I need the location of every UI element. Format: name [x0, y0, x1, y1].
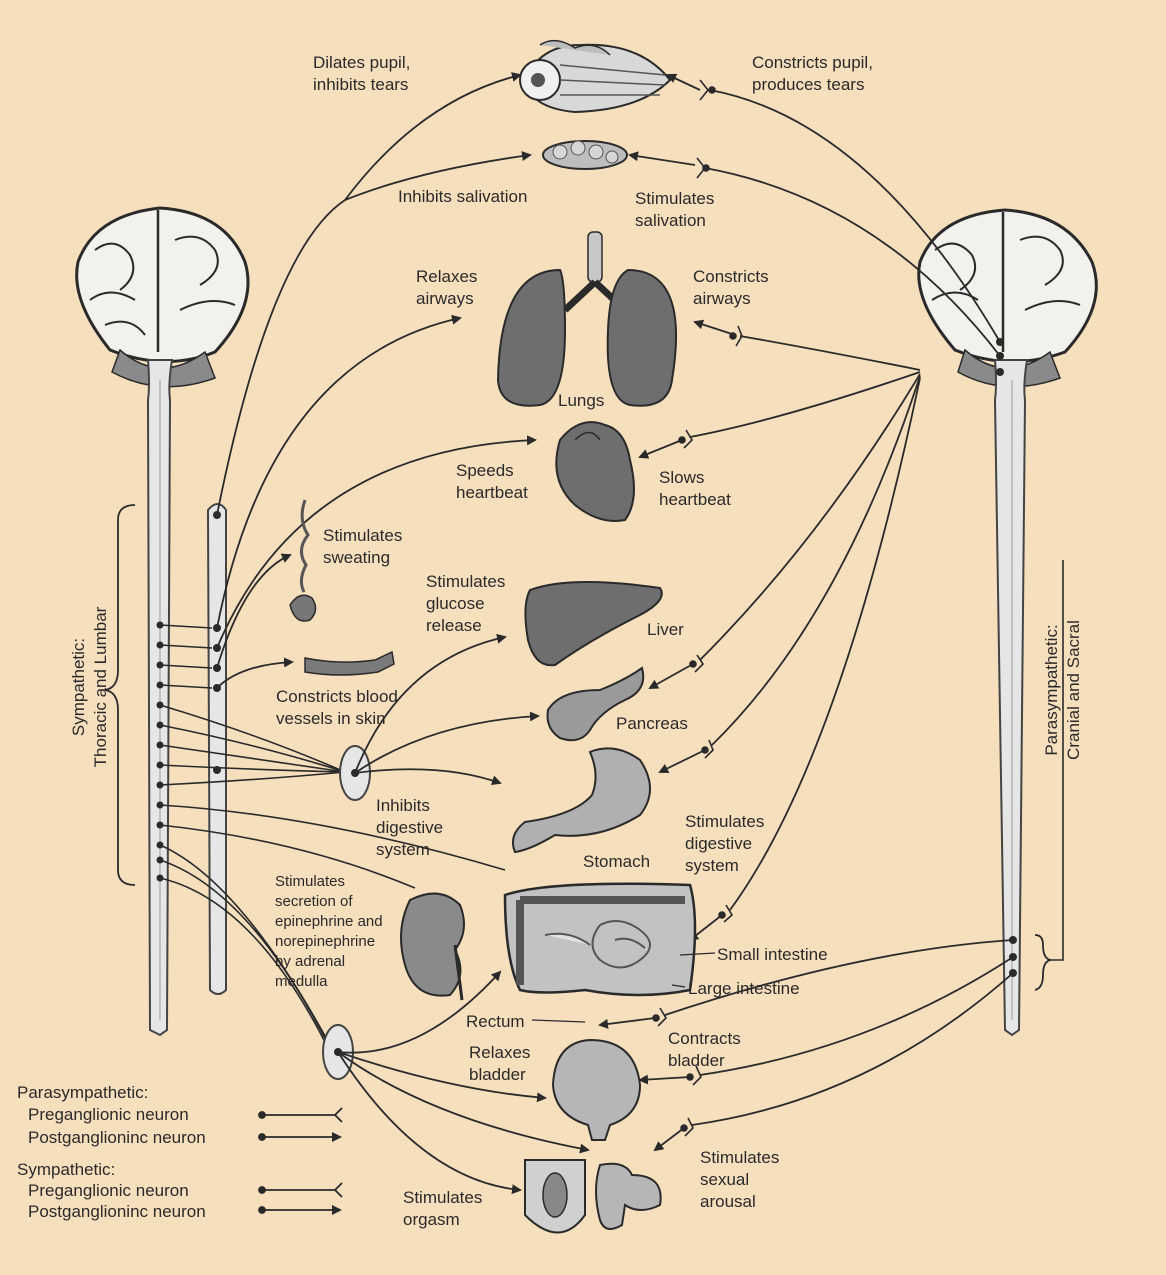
stomach-organ	[513, 748, 650, 852]
label-speeds-heartbeat: Speeds heartbeat	[456, 460, 528, 504]
label-inhibits-salivation: Inhibits salivation	[398, 186, 527, 208]
kidney-organ	[401, 894, 464, 1000]
legend-symp-pre: Preganglionic neuron	[28, 1181, 189, 1201]
eye-organ	[520, 41, 670, 112]
label-stimulates-orgasm: Stimulates orgasm	[403, 1187, 482, 1231]
legend-para-post: Postganglioninc neuron	[28, 1128, 206, 1148]
label-small-intestine: Small intestine	[717, 944, 828, 966]
right-spinal-cord	[995, 360, 1027, 1035]
label-pancreas: Pancreas	[616, 713, 688, 735]
legend-symbols	[259, 1108, 342, 1213]
label-constricts-airways: Constricts airways	[693, 266, 769, 310]
blood-vessel-organ	[305, 652, 394, 675]
sweat-gland-organ	[290, 500, 316, 621]
legend-symp-post: Postganglioninc neuron	[28, 1202, 206, 1222]
label-adrenal: Stimulates secretion of epinephrine and …	[275, 872, 383, 992]
label-stimulates-salivation: Stimulates salivation	[635, 188, 714, 232]
label-rectum: Rectum	[466, 1011, 525, 1033]
label-large-intestine: Large intestine	[688, 978, 800, 1000]
label-liver: Liver	[647, 619, 684, 641]
label-dilates-pupil: Dilates pupil, inhibits tears	[313, 52, 410, 96]
sympathetic-chain	[208, 504, 226, 994]
legend-sympathetic-heading: Sympathetic:	[17, 1160, 115, 1180]
label-stimulates-digestive: Stimulates digestive system	[685, 811, 764, 877]
legend-parasympathetic-heading: Parasympathetic:	[17, 1083, 148, 1103]
label-relaxes-bladder: Relaxes bladder	[469, 1042, 530, 1086]
label-relaxes-airways: Relaxes airways	[416, 266, 477, 310]
reproductive-organs	[525, 1160, 661, 1233]
lungs-organ	[498, 232, 676, 406]
label-slows-heartbeat: Slows heartbeat	[659, 467, 731, 511]
left-spinal-cord	[148, 360, 172, 1035]
label-parasympathetic-side: Parasympathetic: Cranial and Sacral	[1041, 580, 1085, 800]
legend-para-pre: Preganglionic neuron	[28, 1105, 189, 1125]
intestines-organ	[505, 884, 695, 995]
label-contracts-bladder: Contracts bladder	[668, 1028, 741, 1072]
heart-organ	[556, 422, 634, 521]
label-stimulates-sweating: Stimulates sweating	[323, 525, 402, 569]
parasympathetic-brace	[1035, 935, 1050, 990]
label-sympathetic-side: Sympathetic: Thoracic and Lumbar	[68, 577, 112, 797]
bladder-organ	[553, 1040, 640, 1140]
label-constricts-pupil: Constricts pupil, produces tears	[752, 52, 873, 96]
label-inhibits-digestive: Inhibits digestive system	[376, 795, 443, 861]
label-stomach: Stomach	[583, 851, 650, 873]
label-stimulates-arousal: Stimulates sexual arousal	[700, 1147, 779, 1213]
salivary-gland-organ	[543, 141, 627, 169]
label-constricts-blood: Constricts blood vessels in skin	[276, 686, 398, 730]
label-lungs: Lungs	[558, 390, 604, 412]
liver-organ	[525, 582, 661, 665]
label-stimulates-glucose: Stimulates glucose release	[426, 571, 505, 637]
